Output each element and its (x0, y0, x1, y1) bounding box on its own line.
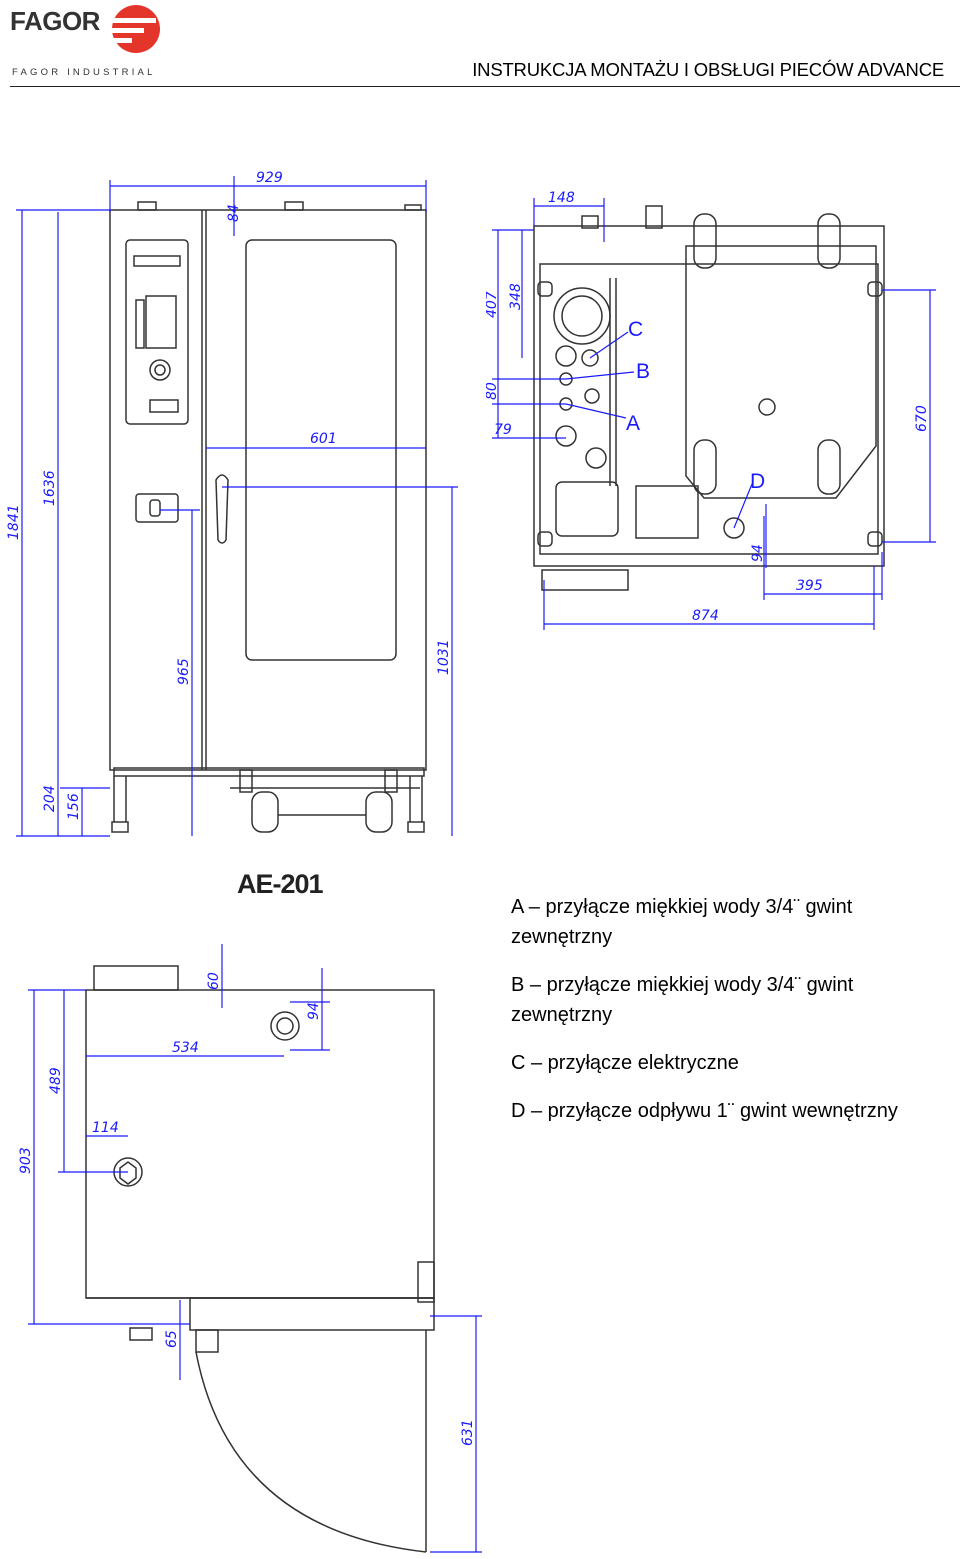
front-view-drawing: 929 84 601 1841 1636 965 1031 204 156 (6, 170, 458, 837)
legend-item-b: B – przyłącze miękkiej wody 3/4¨ gwint z… (511, 974, 854, 1026)
legend-item-d: D – przyłącze odpływu 1¨ gwint wewnętrzn… (511, 1100, 898, 1122)
connection-a-label: A (626, 412, 640, 435)
dim-534: 534 (172, 1040, 199, 1056)
dim-903: 903 (18, 1147, 34, 1174)
legend-item-a: A – przyłącze miękkiej wody 3/4¨ gwint z… (511, 896, 853, 948)
dim-94-top: 94 (306, 1002, 322, 1020)
connection-d-label: D (750, 470, 765, 493)
dim-80: 80 (486, 382, 500, 400)
dim-348: 348 (508, 283, 524, 310)
brand-logo-text: FAGOR (10, 6, 100, 36)
connection-legend: A – przyłącze miękkiej wody 3/4¨ gwint z… (511, 892, 951, 1144)
legend-item-c: C – przyłącze elektryczne (511, 1052, 739, 1074)
dim-670: 670 (914, 405, 930, 432)
dim-148: 148 (548, 190, 575, 206)
top-view-drawing: 60 94 534 489 903 114 65 631 (18, 944, 482, 1553)
dim-60: 60 (206, 972, 222, 990)
dim-204: 204 (42, 785, 58, 812)
dim-874: 874 (692, 608, 719, 624)
dim-407: 407 (486, 291, 500, 318)
dim-79: 79 (494, 422, 512, 438)
model-label: AE-201 (237, 869, 324, 899)
connection-c-label: C (628, 318, 643, 341)
dim-65: 65 (164, 1330, 180, 1348)
header-rule (10, 86, 960, 87)
dim-1841: 1841 (6, 504, 22, 540)
dim-631: 631 (460, 1419, 476, 1446)
connection-b-label: B (636, 360, 650, 383)
dim-395: 395 (796, 578, 823, 594)
dim-114: 114 (92, 1120, 119, 1136)
dim-1636: 1636 (42, 470, 58, 506)
rear-view-drawing: C B A D 148 348 407 80 79 670 94 395 874 (486, 190, 936, 630)
dim-489: 489 (48, 1067, 64, 1094)
dim-156: 156 (66, 793, 82, 820)
dim-601: 601 (310, 431, 337, 447)
document-title: INSTRUKCJA MONTAŻU I OBSŁUGI PIECÓW ADVA… (472, 59, 944, 80)
brand-subtitle: FAGOR INDUSTRIAL (12, 67, 156, 78)
dim-84: 84 (226, 204, 242, 222)
brand-logo-icon (110, 5, 160, 53)
dim-1031: 1031 (436, 639, 452, 675)
dim-94-rear: 94 (750, 544, 766, 562)
dim-965: 965 (176, 658, 192, 685)
dim-929: 929 (256, 170, 283, 186)
